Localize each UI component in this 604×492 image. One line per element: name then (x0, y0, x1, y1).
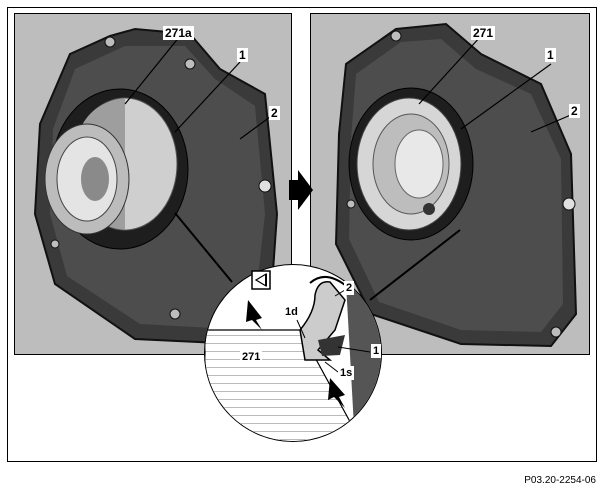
detail-label-1s: 1s (338, 366, 355, 380)
photo-right-panel: 271 1 2 (310, 13, 590, 355)
label-left-2: 2 (269, 106, 280, 120)
label-right-1: 1 (545, 48, 556, 62)
label-right-2: 2 (569, 104, 580, 118)
label-271a: 271a (163, 26, 194, 40)
label-271: 271 (471, 26, 496, 40)
detail-label-1d: 1d (283, 305, 300, 319)
right-housing-illustration (334, 22, 578, 348)
label-left-1: 1 (237, 48, 248, 62)
detail-label-1: 1 (371, 344, 382, 358)
detail-label-2: 2 (344, 281, 355, 295)
figure-code: P03.20-2254-06 (524, 475, 596, 486)
detail-label-271: 271 (240, 350, 263, 364)
